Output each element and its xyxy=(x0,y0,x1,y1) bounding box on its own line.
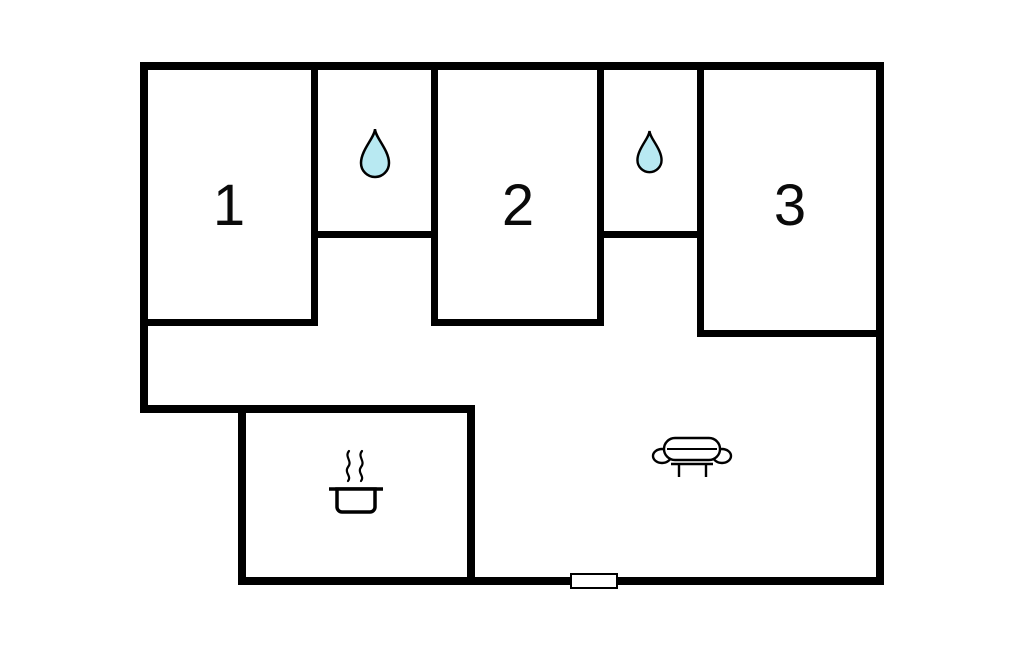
wall-room2-bottom xyxy=(431,319,604,326)
wall-room1-right xyxy=(311,62,318,325)
wall-outer-right xyxy=(876,62,884,585)
wall-lower-step xyxy=(140,405,475,413)
wall-room2-right xyxy=(597,62,604,326)
room-3-label: 3 xyxy=(773,172,807,238)
wall-kitchen-left xyxy=(238,405,246,585)
cooking-pot-icon xyxy=(329,449,383,514)
wall-kitchen-right xyxy=(467,405,475,585)
water-drop-icon-1 xyxy=(359,128,391,179)
water-drop-shape xyxy=(359,128,391,179)
wall-outer-bottom xyxy=(238,577,884,585)
steam-line xyxy=(358,449,364,483)
wall-room1-bottom xyxy=(140,319,318,326)
wall-bath2-bottom xyxy=(597,231,704,238)
steam-line xyxy=(345,449,351,483)
entry-door xyxy=(570,573,618,589)
wall-room2-left xyxy=(431,62,438,326)
water-drop-icon-2 xyxy=(636,130,663,174)
sofa-icon xyxy=(651,436,733,477)
room-1-label: 1 xyxy=(212,172,246,238)
wall-bath1-bottom xyxy=(311,231,438,238)
pot-body xyxy=(335,487,377,514)
wall-room3-left xyxy=(697,62,704,337)
water-drop-shape xyxy=(636,130,663,174)
wall-room3-bottom xyxy=(697,330,884,337)
wall-outer-left xyxy=(140,62,148,413)
room-2-label: 2 xyxy=(501,172,535,238)
wall-outer-top xyxy=(140,62,884,70)
